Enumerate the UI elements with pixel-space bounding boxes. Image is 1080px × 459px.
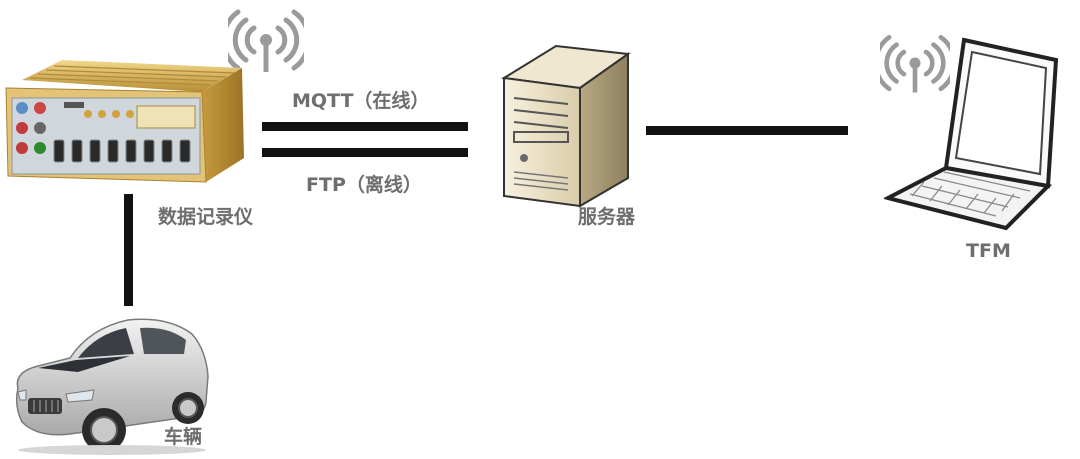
data-logger-device <box>2 58 252 188</box>
laptop-label: TFM <box>966 240 1011 262</box>
vehicle-car <box>8 306 214 456</box>
server-laptop-link-line <box>646 126 848 135</box>
wireless-icon-logger <box>228 8 304 74</box>
server-label: 服务器 <box>578 206 636 228</box>
wireless-icon-laptop <box>880 32 950 96</box>
mqtt-link-label: MQTT（在线） <box>292 90 430 112</box>
data-logger-label: 数据记录仪 <box>158 206 254 228</box>
ftp-link-label: FTP（离线） <box>306 174 422 196</box>
mqtt-link-line <box>262 122 468 131</box>
laptop <box>884 36 1064 232</box>
server-tower <box>496 40 632 210</box>
logger-vehicle-link-line <box>124 194 133 306</box>
ftp-link-line <box>262 148 468 157</box>
vehicle-label: 车辆 <box>164 426 203 448</box>
